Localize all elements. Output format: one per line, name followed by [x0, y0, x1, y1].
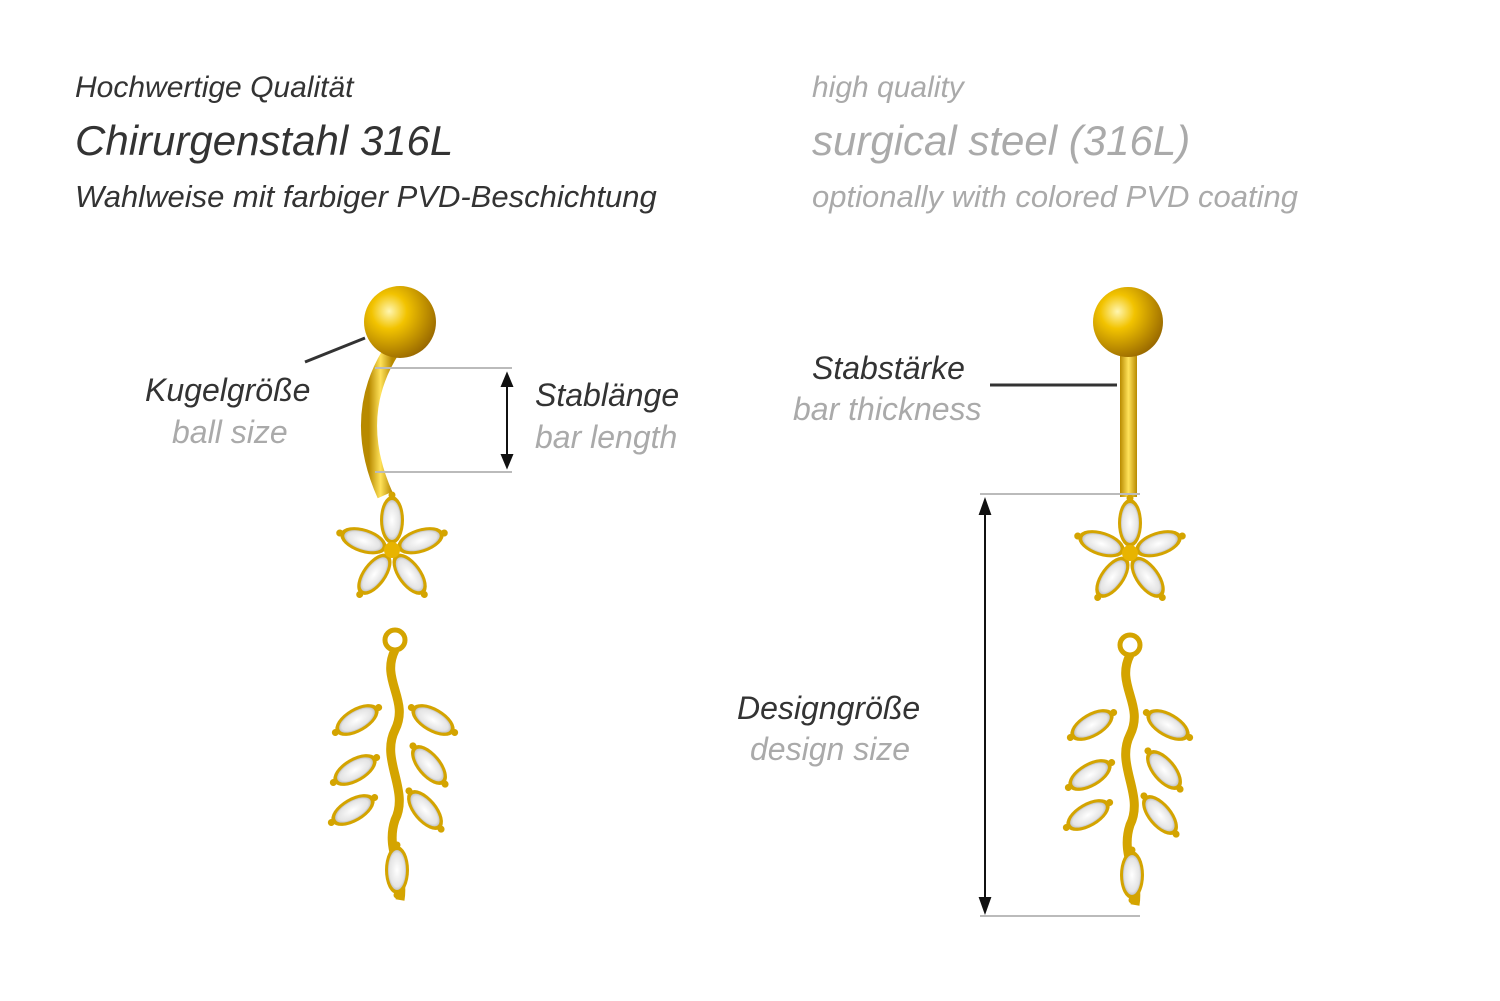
header-de-quality: Hochwertige Qualität [75, 71, 354, 104]
design-size-label-de: Designgröße [737, 690, 921, 726]
bar-thickness-label-de: Stabstärke [812, 350, 965, 386]
header-de-coating: Wahlweise mit farbiger PVD-Beschichtung [75, 179, 657, 214]
bar-length-arrow [500, 371, 514, 470]
ball-size-pointer [304, 336, 366, 364]
ball-size-label-de: Kugelgröße [145, 372, 311, 408]
straight-piercing [1057, 287, 1198, 905]
design-size-label-en: design size [750, 731, 911, 767]
design-size-arrow [978, 497, 992, 915]
header-de-material: Chirurgenstahl 316L [75, 117, 454, 164]
bar-length-label-en: bar length [535, 419, 678, 455]
header-en-quality: high quality [812, 71, 964, 104]
curved-piercing [322, 286, 463, 900]
header-en-material: surgical steel (316L) [812, 117, 1191, 164]
ball-size-label-en: ball size [172, 414, 288, 450]
header-en-coating: optionally with colored PVD coating [812, 179, 1298, 214]
bar-length-label-de: Stablänge [535, 377, 680, 413]
bar-thickness-label-en: bar thickness [793, 391, 982, 427]
